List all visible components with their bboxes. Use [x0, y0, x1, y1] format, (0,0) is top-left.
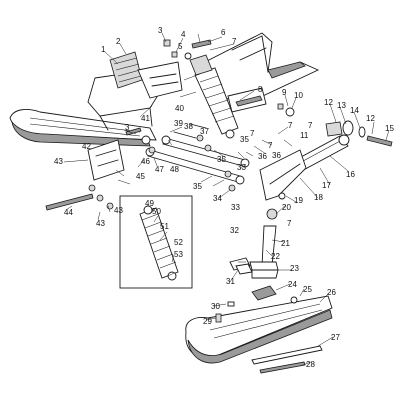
callout-26: 26	[327, 288, 336, 297]
pivot-fasteners	[125, 127, 156, 154]
callout-7: 7	[232, 37, 237, 46]
callout-24: 24	[288, 280, 297, 289]
main-shock-absorber	[189, 54, 239, 139]
callout-49: 49	[145, 199, 154, 208]
callout-30: 30	[211, 302, 220, 311]
callout-45: 45	[136, 172, 145, 181]
callout-7-sixth: 7	[250, 129, 255, 138]
callout-46: 46	[141, 157, 150, 166]
shock-bracket	[137, 39, 212, 99]
tie-rods	[145, 123, 250, 192]
right-ski	[185, 295, 333, 364]
callout-50: 50	[152, 207, 161, 216]
callout-39: 39	[174, 119, 183, 128]
callout-40: 40	[175, 104, 184, 113]
callout-37: 37	[200, 127, 209, 136]
callout-36: 36	[258, 152, 267, 161]
callout-48: 48	[170, 165, 179, 174]
callout-42: 42	[82, 142, 91, 151]
ski-runner	[251, 345, 323, 374]
callout-53: 53	[174, 250, 183, 259]
callout-44: 44	[64, 208, 73, 217]
spindle	[249, 225, 279, 279]
callout-7-third: 7	[288, 121, 293, 130]
callout-7-second: 7	[268, 141, 273, 150]
callout-19: 19	[294, 196, 303, 205]
callout-6: 6	[221, 28, 226, 37]
callout-32: 32	[230, 226, 239, 235]
callout-5: 5	[178, 42, 183, 51]
callout-14: 14	[350, 106, 359, 115]
callout-22: 22	[271, 252, 280, 261]
callout-16: 16	[346, 170, 355, 179]
callout-23: 23	[290, 264, 299, 273]
callout-17: 17	[322, 181, 331, 190]
callout-43-third: 43	[96, 219, 105, 228]
callout-9: 9	[282, 88, 287, 97]
ski-wear-pad	[251, 285, 277, 301]
callout-35: 35	[193, 182, 202, 191]
callout-18: 18	[314, 193, 323, 202]
callout-41: 41	[141, 114, 150, 123]
callout-21: 21	[281, 239, 290, 248]
callout-31: 31	[226, 277, 235, 286]
callout-13: 13	[337, 101, 346, 110]
callout-34: 34	[213, 194, 222, 203]
callout-12-second: 12	[366, 114, 375, 123]
callout-1: 1	[101, 45, 106, 54]
right-hardware-stack	[277, 103, 393, 147]
callout-36-second: 36	[272, 151, 281, 160]
inset-shock-detail	[119, 195, 193, 289]
callout-27: 27	[331, 333, 340, 342]
right-spindle-top	[259, 149, 307, 220]
callout-47: 47	[155, 165, 164, 174]
left-spindle-assembly	[87, 51, 161, 131]
callout-35-third: 35	[240, 135, 249, 144]
callout-7-fourth: 7	[308, 121, 313, 130]
left-ski	[9, 109, 157, 147]
callout-38: 38	[184, 122, 193, 131]
callout-11: 11	[300, 131, 309, 140]
callout-33: 33	[231, 203, 240, 212]
callout-12: 12	[324, 98, 333, 107]
callout-25: 25	[303, 285, 312, 294]
callout-20: 20	[282, 203, 291, 212]
callout-51: 51	[160, 222, 169, 231]
callout-labels: 1 2 3 4 5 6 7 8 9 10 11 12 13 14 15 16 1…	[54, 26, 394, 369]
ski-pin	[229, 257, 253, 275]
callout-15: 15	[385, 124, 394, 133]
callout-8: 8	[258, 85, 263, 94]
leader-lines	[63, 32, 390, 367]
callout-29: 29	[203, 317, 212, 326]
callout-10: 10	[294, 91, 303, 100]
callout-3: 3	[158, 26, 163, 35]
callout-4: 4	[181, 30, 186, 39]
callout-3-second: 3	[125, 123, 130, 132]
callout-35-second: 35	[217, 155, 226, 164]
steering-bracket	[45, 139, 125, 211]
callout-2: 2	[116, 37, 121, 46]
callout-33-second: 33	[237, 163, 246, 172]
callout-43-second: 43	[114, 206, 123, 215]
callout-7-fifth: 7	[287, 219, 292, 228]
callout-52: 52	[174, 238, 183, 247]
callout-28: 28	[306, 360, 315, 369]
callout-43: 43	[54, 157, 63, 166]
rear-mount-bracket	[227, 87, 267, 113]
